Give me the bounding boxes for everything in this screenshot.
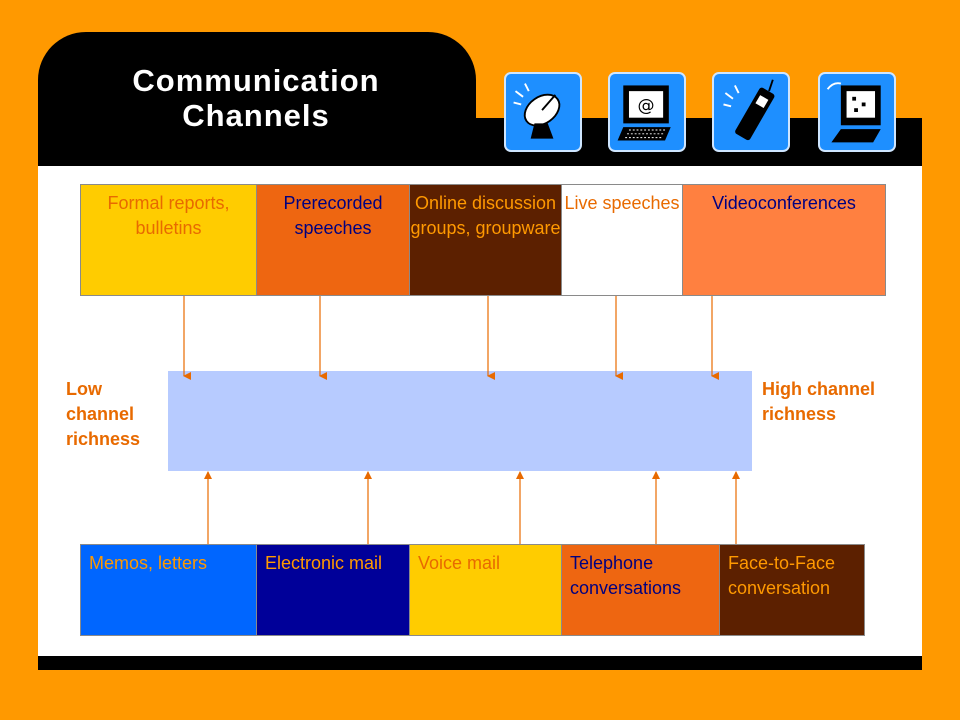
cell-phone-icon xyxy=(712,72,790,152)
svg-text:@: @ xyxy=(638,96,655,116)
channel-box-telephone: Telephone conversations xyxy=(561,544,720,636)
high-richness-label: High channel richness xyxy=(762,379,876,424)
low-richness-label: Low channel richness xyxy=(66,379,141,449)
computer-email-icon: @ xyxy=(608,72,686,152)
footer-band xyxy=(38,656,922,670)
channel-box-face-to-face: Face-to-Face conversation xyxy=(719,544,865,636)
channel-box-electronic-mail: Electronic mail xyxy=(256,544,410,636)
satellite-dish-icon xyxy=(504,72,582,152)
channel-box-formal-reports: Formal reports, bulletins xyxy=(80,184,257,296)
channel-box-memos-letters: Memos, letters xyxy=(80,544,257,636)
slide-title: Communication Channels xyxy=(132,63,380,133)
computer-terminal-icon xyxy=(818,72,896,152)
channel-box-videoconferences: Videoconferences xyxy=(682,184,886,296)
richness-scale-bar xyxy=(168,371,752,471)
channel-box-prerecorded-speeches: Prerecorded speeches xyxy=(256,184,410,296)
channel-box-online-discussion: Online discussion groups, groupware xyxy=(409,184,562,296)
channel-box-voice-mail: Voice mail xyxy=(409,544,562,636)
